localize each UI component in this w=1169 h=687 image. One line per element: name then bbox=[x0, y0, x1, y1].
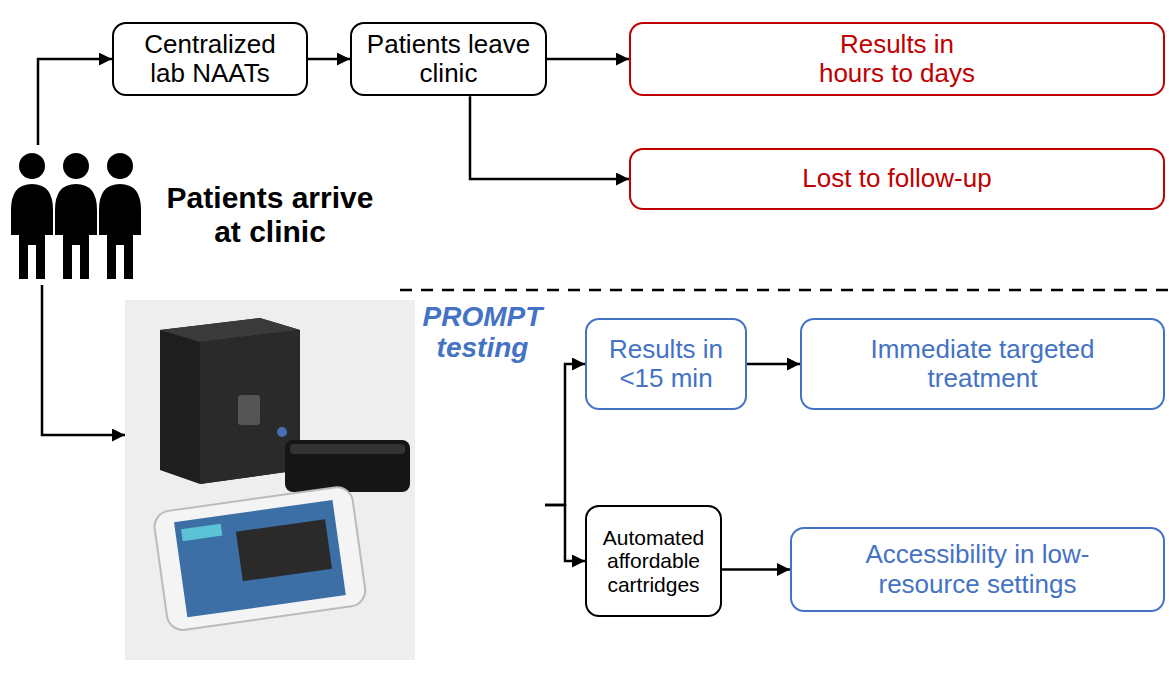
outcome-box: Results in <15 min bbox=[585, 318, 747, 410]
node-text: Patients leave clinic bbox=[364, 30, 533, 88]
actor-group: Patients arrive at clinic bbox=[5, 145, 385, 285]
flow-arrow bbox=[547, 58, 629, 61]
node-text: Centralized lab NAATs bbox=[126, 30, 294, 88]
device-node: PROMPT testing bbox=[125, 295, 545, 660]
people-icon bbox=[10, 152, 142, 280]
node-text: Results in <15 min bbox=[599, 335, 733, 393]
flow-arrow bbox=[747, 363, 800, 366]
device-photo bbox=[125, 300, 415, 660]
flow-arrow bbox=[470, 96, 629, 179]
divider-line bbox=[400, 289, 1169, 292]
process-box: Automated affordable cartridges bbox=[585, 505, 722, 617]
process-box: Centralized lab NAATs bbox=[112, 22, 308, 96]
flow-arrow bbox=[545, 505, 585, 561]
outcome-box: Results in hours to days bbox=[629, 22, 1165, 96]
outcome-box: Immediate targeted treatment bbox=[800, 318, 1165, 410]
flow-arrow bbox=[38, 59, 112, 145]
node-text: Immediate targeted treatment bbox=[853, 335, 1113, 393]
process-box: Patients leave clinic bbox=[350, 22, 547, 96]
flow-arrow bbox=[545, 364, 585, 505]
node-text: Accessibility in low-resource settings bbox=[848, 540, 1108, 598]
node-text: Results in hours to days bbox=[807, 30, 987, 88]
flow-arrow bbox=[308, 58, 350, 61]
node-text: Patients arrive at clinic bbox=[155, 181, 385, 248]
flow-arrow bbox=[722, 568, 790, 571]
node-text: Automated affordable cartridges bbox=[599, 526, 708, 597]
flow-arrow bbox=[42, 285, 125, 435]
device-label: PROMPT testing bbox=[420, 301, 545, 364]
outcome-box: Lost to follow-up bbox=[629, 148, 1165, 210]
node-text: Lost to follow-up bbox=[802, 164, 991, 193]
outcome-box: Accessibility in low-resource settings bbox=[790, 527, 1165, 612]
